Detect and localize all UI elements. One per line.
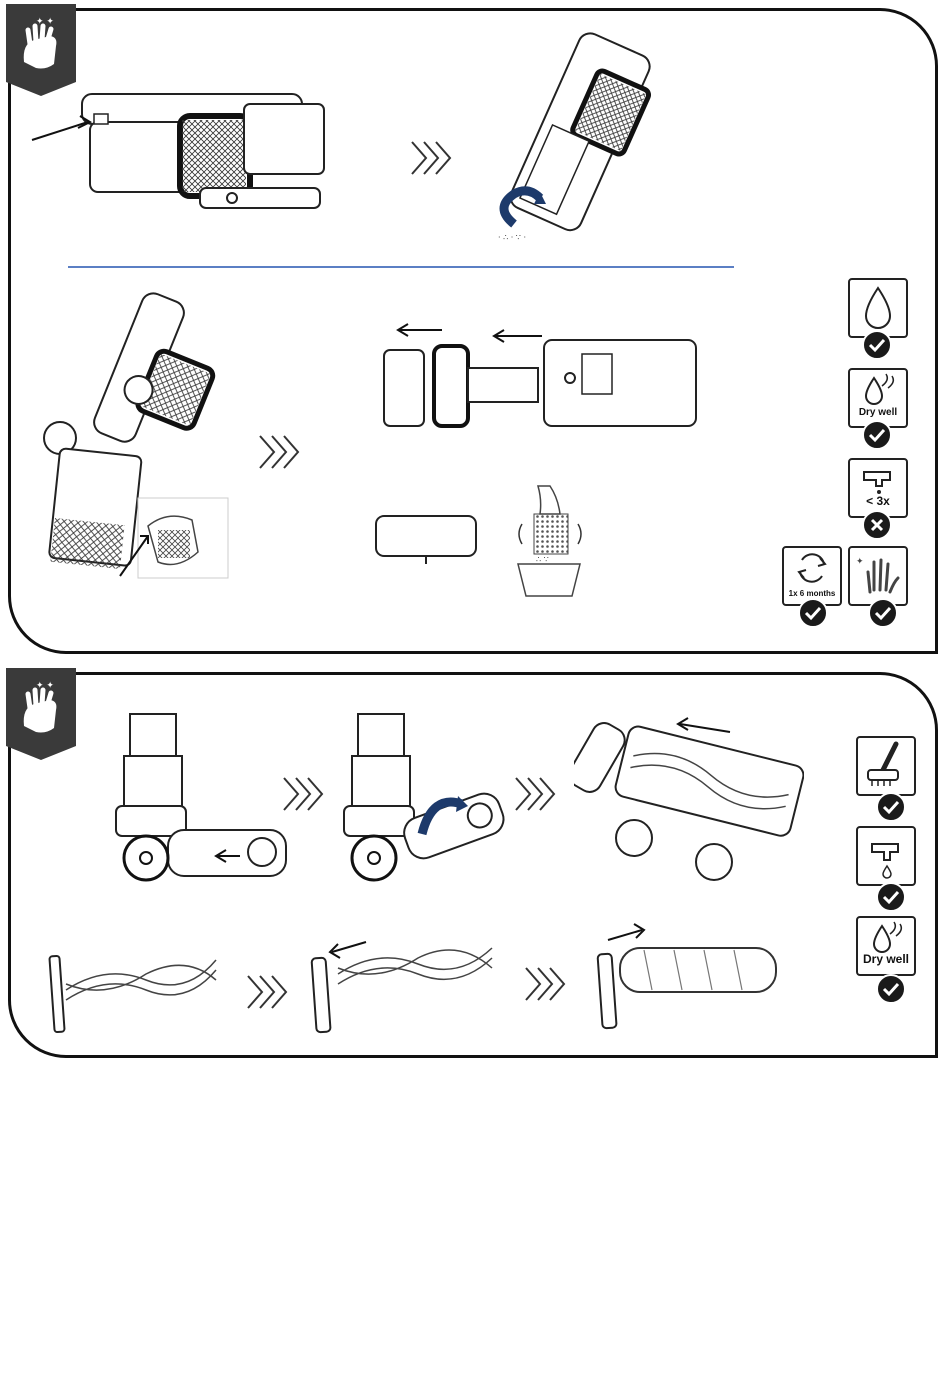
latch-detail-inset <box>118 496 230 580</box>
foam-filter-illustration <box>372 510 482 570</box>
filter-exploded-illustration <box>376 318 706 430</box>
next-step-chevron <box>408 138 454 178</box>
vacuum-body-illustration <box>30 88 330 218</box>
cleaning-tab-icon: ✦ ✦ <box>6 4 76 96</box>
soft-roller-illustration <box>594 920 784 1032</box>
tap-water-icon <box>856 826 916 886</box>
svg-text:✦ ✦: ✦ ✦ <box>36 17 54 27</box>
svg-text:· ∴ · ∵ ·: · ∴ · ∵ · <box>498 233 526 242</box>
tap-limit-label: < 3x <box>850 494 906 508</box>
tap-filter-illustration: ∴ ∵ <box>510 484 590 598</box>
water-drop-icon <box>848 278 908 338</box>
next-step-chevron <box>280 774 326 814</box>
svg-text:✦: ✦ <box>856 557 864 567</box>
dry-well-icon: Dry well <box>856 916 916 976</box>
next-step-chevron <box>244 972 290 1012</box>
check-icon <box>868 598 898 628</box>
brush-roll-illustration <box>46 940 222 1036</box>
interval-label: 1x 6 months <box>784 589 840 598</box>
dust-bin-emptying-illustration: · ∴ · ∵ · <box>484 28 684 250</box>
tap-water-icon: < 3x <box>848 458 908 518</box>
check-icon <box>876 792 906 822</box>
section-divider <box>68 266 734 268</box>
next-step-chevron <box>256 432 302 472</box>
check-icon <box>862 330 892 360</box>
svg-text:∴ ∵: ∴ ∵ <box>536 555 549 564</box>
cleaning-tab-icon: ✦ ✦ <box>6 668 76 760</box>
rotation-interval-icon: 1x 6 months <box>782 546 842 606</box>
check-icon <box>876 974 906 1004</box>
dry-well-label: Dry well <box>850 407 906 418</box>
dry-well-icon: Dry well <box>848 368 908 428</box>
floor-head-illustration <box>112 710 292 886</box>
cross-icon <box>862 510 892 540</box>
brush-icon <box>856 736 916 796</box>
check-icon <box>862 420 892 450</box>
next-step-chevron <box>512 774 558 814</box>
svg-text:✦ ✦: ✦ ✦ <box>36 681 54 691</box>
check-icon <box>876 882 906 912</box>
brush-removal-illustration <box>574 712 804 888</box>
dry-well-label: Dry well <box>858 952 914 966</box>
brush-roll-detach-illustration <box>308 934 498 1036</box>
clean-hands-icon: ✦ <box>848 546 908 606</box>
floor-head-open-illustration <box>340 710 520 886</box>
next-step-chevron <box>522 964 568 1004</box>
check-icon <box>798 598 828 628</box>
